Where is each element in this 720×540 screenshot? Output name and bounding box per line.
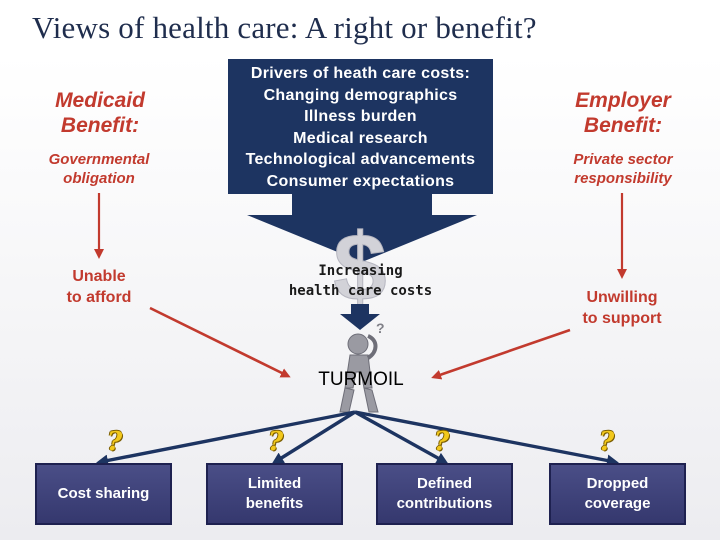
employer-heading-line2: Benefit: [553,113,693,138]
employer-subtitle-line1: Private sector [551,150,695,169]
turmoil-label: TURMOIL [296,369,426,391]
question-mark-icon: ? [599,427,614,457]
outcome-label-line2: contributions [397,494,493,514]
outcome-label-line2: benefits [246,494,304,514]
confused-figure-icon: ? [340,320,385,412]
outcome-box-limited-benefits: Limited benefits [206,463,343,525]
outcome-box-cost-sharing: Cost sharing [35,463,172,525]
fan-arrow-4 [355,412,615,462]
unable-line1: Unable [45,266,153,287]
driver-item: Illness burden [228,106,493,128]
outcome-box-defined-contributions: Defined contributions [376,463,513,525]
outcome-box-dropped-coverage: Dropped coverage [549,463,686,525]
question-mark-icon: ? [268,427,283,457]
drivers-heading: Drivers of heath care costs: [228,63,493,85]
medicaid-subtitle-line2: obligation [28,169,170,188]
unwilling-line2: to support [566,308,678,329]
unwilling-to-support: Unwilling to support [566,287,678,329]
medicaid-subtitle-line1: Governmental [28,150,170,169]
increasing-costs-label: Increasing health care costs [278,261,443,301]
increasing-line1: Increasing [278,261,443,281]
drivers-box: Drivers of heath care costs: Changing de… [228,59,493,194]
increasing-line2: health care costs [278,281,443,301]
svg-text:?: ? [376,320,385,336]
unwilling-line1: Unwilling [566,287,678,308]
unable-to-afford: Unable to afford [45,266,153,308]
driver-item: Consumer expectations [228,171,493,193]
right-turmoil-arrow [434,330,570,377]
employer-heading: Employer Benefit: [553,88,693,138]
driver-item: Technological advancements [228,149,493,171]
question-mark-icon: ? [107,427,122,457]
outcome-label-line2: coverage [585,494,651,514]
outcome-label: Defined [397,474,493,494]
outcome-label: Dropped [585,474,651,494]
employer-subtitle: Private sector responsibility [551,150,695,188]
left-turmoil-arrow [150,308,288,376]
driver-item: Changing demographics [228,85,493,107]
employer-heading-line1: Employer [553,88,693,113]
medicaid-subtitle: Governmental obligation [28,150,170,188]
outcome-label: Limited [246,474,304,494]
driver-item: Medical research [228,128,493,150]
employer-subtitle-line2: responsibility [551,169,695,188]
medicaid-heading-line2: Benefit: [30,113,170,138]
medicaid-heading: Medicaid Benefit: [30,88,170,138]
outcome-label: Cost sharing [58,484,150,504]
question-mark-icon: ? [434,427,449,457]
unable-line2: to afford [45,287,153,308]
medicaid-heading-line1: Medicaid [30,88,170,113]
